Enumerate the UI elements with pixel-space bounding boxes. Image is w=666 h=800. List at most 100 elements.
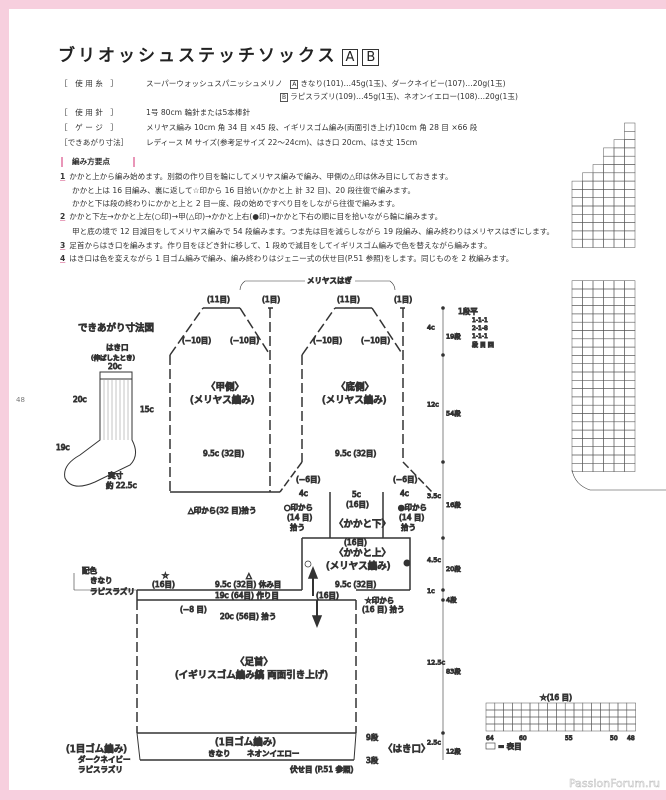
chart-cell bbox=[624, 413, 636, 423]
chart-cell bbox=[571, 355, 583, 364]
svg-text:(メリヤス編み): (メリヤス編み) bbox=[322, 394, 386, 406]
svg-text:△: △ bbox=[246, 571, 252, 580]
opening-label: はき口 bbox=[106, 343, 129, 352]
chart-cell bbox=[603, 330, 615, 340]
dim-cm: 12c bbox=[427, 401, 439, 409]
chart-cell bbox=[520, 702, 531, 711]
svg-text:(14 目): (14 目) bbox=[287, 513, 312, 522]
chart-cell bbox=[613, 429, 625, 439]
chart-cell bbox=[624, 297, 636, 306]
finished-title: できあがり寸法図 bbox=[78, 322, 154, 334]
chart-cell bbox=[485, 702, 496, 711]
spec-size: ［できあがり寸法］レディース M サイズ(参考足サイズ 22～24cm)、はき口… bbox=[60, 138, 418, 147]
chart-cell bbox=[485, 716, 496, 725]
chart-cell bbox=[603, 446, 615, 456]
svg-text:20c (56目) 拾う: 20c (56目) 拾う bbox=[220, 611, 276, 621]
chart-cell bbox=[582, 338, 594, 348]
svg-text:(−6目): (−6目) bbox=[393, 475, 417, 484]
chart-cell bbox=[485, 709, 496, 718]
chart-cell bbox=[592, 380, 604, 389]
chart-cell bbox=[592, 180, 604, 190]
chart-cell bbox=[608, 723, 619, 732]
chart-cell bbox=[571, 454, 583, 464]
chart-cell bbox=[591, 702, 601, 711]
chart-cell bbox=[582, 463, 594, 472]
svg-text:段 目 回: 段 目 回 bbox=[472, 341, 494, 349]
chart-cell bbox=[624, 280, 636, 290]
dim-rows: 4段 bbox=[446, 595, 457, 604]
chart-cell bbox=[564, 709, 575, 718]
chart-cell bbox=[592, 429, 604, 439]
chart-cell bbox=[603, 388, 615, 398]
svg-text:9.5c (32目) 休み目: 9.5c (32目) 休み目 bbox=[215, 579, 281, 589]
chart-cell bbox=[603, 297, 615, 306]
chart-cell bbox=[591, 716, 601, 725]
chart-cell bbox=[571, 205, 583, 215]
chart-cell bbox=[582, 709, 592, 718]
chart-cell bbox=[582, 230, 594, 240]
chart-cell bbox=[603, 346, 615, 356]
chart-cell bbox=[571, 288, 583, 298]
chart-cell bbox=[624, 313, 636, 323]
chart-cell bbox=[613, 463, 625, 472]
chart-cell bbox=[592, 363, 604, 373]
chart-cell bbox=[494, 716, 504, 725]
chart-cell bbox=[571, 371, 583, 381]
svg-text:(1目): (1目) bbox=[394, 295, 412, 304]
chart-cell bbox=[582, 280, 594, 290]
chart-cell bbox=[571, 363, 583, 373]
actual-length: 約 22.5c bbox=[106, 480, 137, 490]
svg-text:(−6目): (−6目) bbox=[296, 475, 320, 484]
chart-cell bbox=[626, 716, 636, 725]
svg-text:ネオンイエロー: ネオンイエロー bbox=[247, 749, 299, 758]
chart-cell bbox=[624, 355, 636, 364]
svg-text:(メリヤス編み): (メリヤス編み) bbox=[190, 394, 254, 406]
dim-tick bbox=[441, 353, 445, 357]
chart-cell bbox=[582, 346, 594, 356]
chart-cell bbox=[503, 716, 513, 725]
chart-cell bbox=[592, 238, 604, 248]
chart-cell bbox=[617, 702, 628, 711]
chart-cell bbox=[613, 297, 625, 306]
chart-cell bbox=[624, 197, 636, 207]
opening-width: 20c bbox=[108, 362, 122, 371]
chart-cell bbox=[571, 321, 583, 331]
chart-cell bbox=[613, 421, 625, 431]
chart-cell bbox=[613, 205, 625, 215]
chart-cell bbox=[600, 716, 610, 725]
chart-cell bbox=[624, 222, 636, 232]
svg-text:(−10目): (−10目) bbox=[182, 336, 211, 345]
svg-text:55: 55 bbox=[565, 735, 573, 742]
svg-text:(1目ゴム編み): (1目ゴム編み) bbox=[66, 743, 127, 755]
chart-cell bbox=[624, 454, 636, 464]
chart-cell bbox=[603, 155, 615, 165]
svg-text:きなり: きなり bbox=[208, 749, 231, 758]
chart-cell bbox=[613, 454, 625, 464]
chart-cell bbox=[613, 438, 625, 447]
chart-cell bbox=[624, 305, 636, 315]
chart-cell bbox=[592, 463, 604, 472]
dim-rows: 16段 bbox=[446, 500, 461, 509]
dim-cm: 2.5c bbox=[427, 739, 441, 747]
chart-cell bbox=[547, 723, 557, 732]
chart-cell bbox=[624, 172, 636, 182]
dim-rows: 19段 bbox=[446, 332, 461, 341]
chart-top-label: ☆(16 目) bbox=[540, 693, 572, 702]
chart-cell bbox=[603, 288, 615, 298]
chart-cell bbox=[571, 338, 583, 348]
chart-cell bbox=[582, 172, 594, 182]
svg-text:(16目): (16目) bbox=[152, 580, 175, 589]
chart-cell bbox=[571, 230, 583, 240]
chart-cell bbox=[512, 709, 522, 718]
chart-cell bbox=[591, 723, 601, 732]
chart-cell bbox=[603, 164, 615, 174]
chart-cell bbox=[624, 164, 636, 174]
chart-cell bbox=[613, 214, 625, 223]
chart-cell bbox=[617, 716, 628, 725]
chart-cell bbox=[582, 330, 594, 340]
chart-cell bbox=[603, 321, 615, 331]
